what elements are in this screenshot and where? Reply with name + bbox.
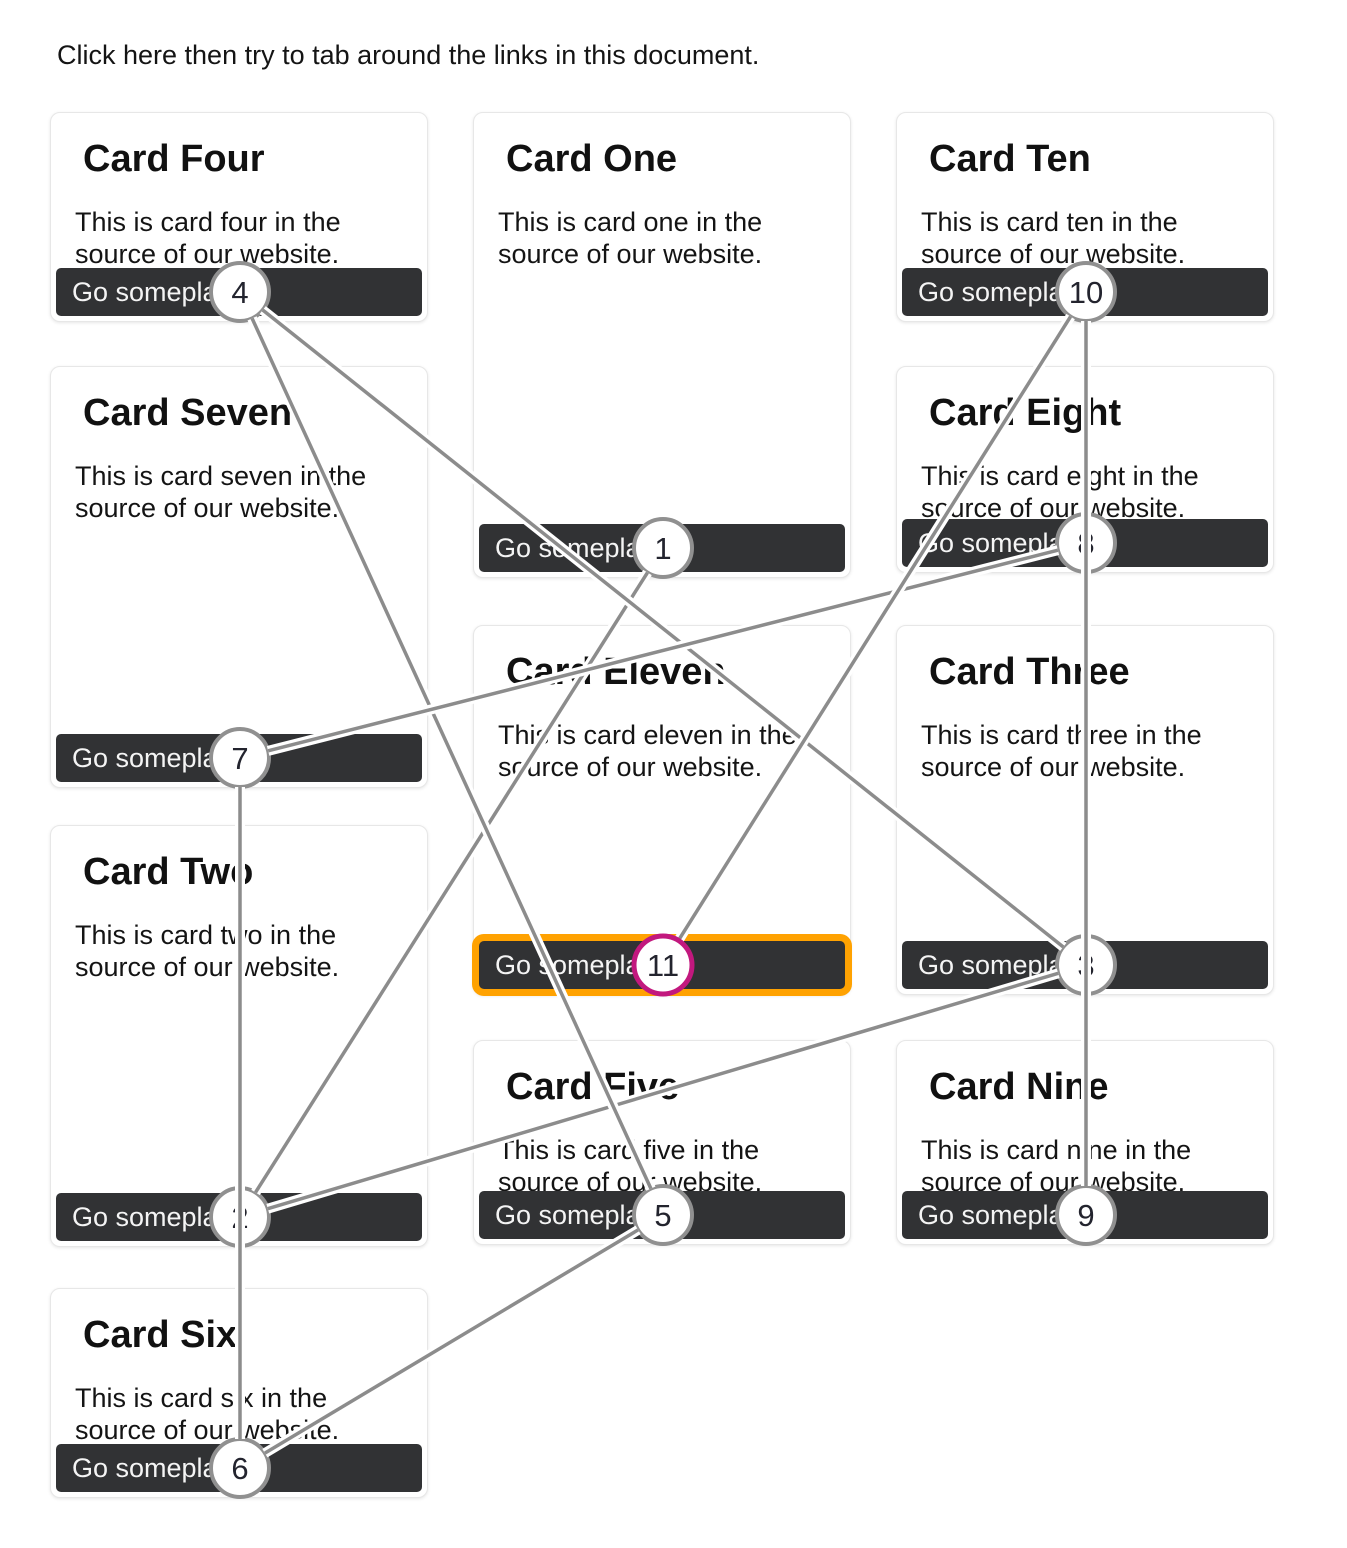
go-someplace-button[interactable]: Go someplace (56, 734, 422, 782)
card-body-text: This is card ten in the source of our we… (921, 207, 1186, 270)
card-body-text: This is card four in the source of our w… (75, 207, 341, 270)
card-body-text: This is card six in the source of our we… (75, 1383, 340, 1446)
card-body-text: This is card seven in the source of our … (75, 461, 367, 524)
instruction-text[interactable]: Click here then try to tab around the li… (57, 40, 760, 70)
card-body-text: This is card eight in the source of our … (921, 461, 1199, 524)
card-body-text: This is card eleven in the source of our… (498, 720, 797, 783)
card-title: Card Ten (929, 138, 1091, 180)
card-body-text: This is card one in the source of our we… (498, 207, 763, 270)
go-someplace-button[interactable]: Go someplace (479, 524, 845, 572)
card-title: Card Five (506, 1066, 680, 1108)
card-title: Card One (506, 138, 678, 180)
card-title: Card Three (929, 651, 1130, 693)
go-someplace-button[interactable]: Go someplace (902, 268, 1268, 316)
go-someplace-button[interactable]: Go someplace (479, 1191, 845, 1239)
card-title: Card Four (83, 138, 265, 180)
go-someplace-button[interactable]: Go someplace (479, 941, 845, 989)
go-someplace-button[interactable]: Go someplace (902, 519, 1268, 567)
card-body-text: This is card three in the source of our … (921, 720, 1202, 783)
go-someplace-button[interactable]: Go someplace (56, 1444, 422, 1492)
card-title: Card Eleven (506, 651, 726, 693)
card-title: Card Seven (83, 392, 293, 434)
go-someplace-button[interactable]: Go someplace (56, 268, 422, 316)
card-title: Card Nine (929, 1066, 1109, 1108)
card-body-text: This is card five in the source of our w… (498, 1135, 763, 1198)
card-body-text: This is card two in the source of our we… (75, 920, 340, 983)
card-title: Card Two (83, 851, 254, 893)
card-title: Card Eight (929, 392, 1122, 434)
go-someplace-button[interactable]: Go someplace (902, 1191, 1268, 1239)
go-someplace-button[interactable]: Go someplace (56, 1193, 422, 1241)
go-someplace-button[interactable]: Go someplace (902, 941, 1268, 989)
card-body-text: This is card nine in the source of our w… (921, 1135, 1192, 1198)
card-title: Card Six (83, 1314, 238, 1356)
